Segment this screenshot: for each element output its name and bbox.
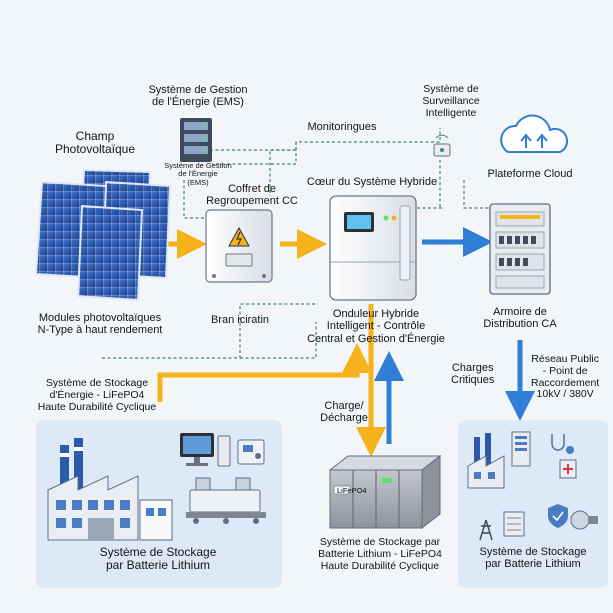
medical-icon — [551, 434, 577, 479]
solar-caption: Modules photovoltaïques N-Type à haut re… — [37, 312, 163, 337]
solar-title: Champ Photovoltaïque — [54, 129, 136, 157]
factory-icon — [467, 433, 505, 489]
combiner-title: Coffret de Regroupement CC — [206, 183, 298, 208]
inverter-caption: Onduleur Hybride Intelligent - Contrôle … — [307, 308, 445, 345]
ac-cabinet-icon — [489, 203, 551, 295]
factory-icon — [47, 438, 173, 541]
monitoring-device-title: Système de Surveillance Intelligente — [422, 83, 480, 119]
charge-discharge-label: Charge/ Décharge — [320, 400, 368, 425]
inverter-title: Cœur du Système Hybride — [306, 176, 438, 188]
cloud-caption: Plateforme Cloud — [487, 168, 573, 180]
pump-icon — [570, 510, 598, 530]
pylon-icon — [479, 519, 493, 541]
computer-icon — [180, 433, 231, 467]
ems-title: Système de Gestion de l'Énergie (EMS) — [148, 84, 248, 109]
left-panel-caption: Système de Stockage par Batterie Lithium — [99, 545, 217, 573]
monitoring-sensor-icon — [433, 134, 451, 157]
battery-badge: LiFePO4 — [337, 486, 367, 495]
dc-combiner-icon — [205, 209, 273, 283]
critical-loads-label: Charges Critiques — [451, 362, 495, 387]
server-cabinet-icon — [511, 431, 531, 467]
battery-bank-icon — [328, 454, 442, 530]
shield-icon — [548, 504, 568, 528]
right-panel-caption: Système de Stockage par Batterie Lithium — [479, 546, 587, 571]
hybrid-inverter-icon — [329, 195, 417, 301]
communication-lines — [102, 128, 490, 359]
production-line-icon — [186, 477, 266, 524]
ac-cabinet-caption: Armoire de Distribution CA — [483, 306, 557, 331]
monitoring-link-label: Monitoringues — [307, 121, 377, 133]
grid-label: Réseau Public - Point de Raccordement 10… — [531, 353, 600, 401]
solar-array-icon — [34, 168, 172, 302]
ems-server-icon — [180, 118, 212, 162]
ems-device-label: Système de Gestion de l'Énergie (EMS) — [164, 161, 232, 187]
transformer-icon — [503, 511, 525, 537]
combiner-caption: Bran iciratin — [210, 314, 270, 326]
battery-caption: Système de Stockage par Batterie Lithium… — [318, 536, 442, 572]
right-storage-panel — [458, 420, 608, 588]
cloud-icon — [500, 114, 569, 153]
ac-flow-arrows — [374, 227, 535, 444]
left-storage-panel — [36, 420, 282, 588]
lab-equipment-icon — [237, 439, 265, 465]
storage-feed-label: Système de Stockage d'Énergie - LiFePO4 … — [37, 377, 157, 413]
